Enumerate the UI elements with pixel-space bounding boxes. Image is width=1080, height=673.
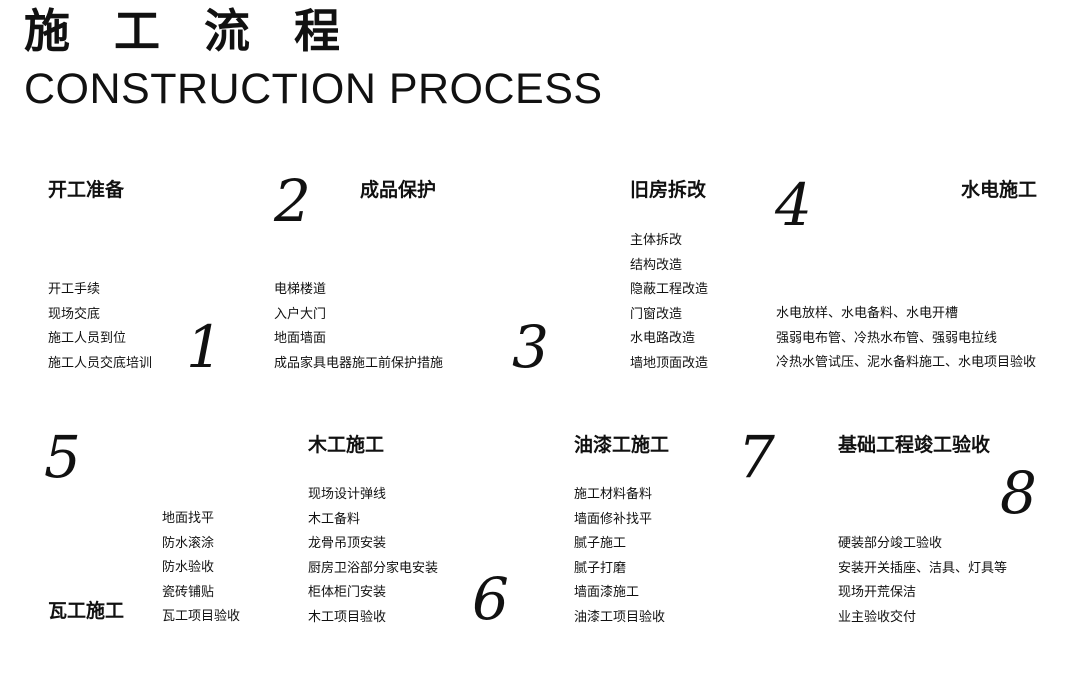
list-item: 结构改造 [630,257,683,273]
list-item: 防水验收 [162,560,215,575]
step-items: 主体拆改 结构改造 隐蔽工程改造 门窗改造 水电路改造 墙地顶面改造 [630,229,708,376]
step-items: 电梯楼道 入户大门 地面墙面 成品家具电器施工前保护措施 [274,278,443,376]
list-item: 施工材料备料 [574,487,653,502]
step-title: 开工准备 [48,179,125,201]
step-title: 木工施工 [308,434,385,456]
list-item: 腻子打磨 [574,560,627,576]
step-title: 旧房拆改 [630,179,707,201]
step-number: 7 [738,423,775,491]
list-item: 硬装部分竣工验收 [838,536,943,551]
list-item: 开工手续 [48,282,101,297]
step-number: 4 [775,171,812,239]
list-item: 安装开关插座、洁具、灯具等 [838,560,1008,576]
list-item: 主体拆改 [630,233,683,248]
step-items: 地面找平 防水滚涂 防水验收 瓷砖铺贴 瓦工项目验收 [162,507,240,630]
list-item: 电梯楼道 [274,282,327,297]
list-item: 柜体柜门安装 [308,585,387,600]
list-item: 地面找平 [162,511,215,526]
step-number: 5 [44,423,81,491]
list-item: 隐蔽工程改造 [630,282,709,297]
step-items: 现场设计弹线 木工备料 龙骨吊顶安装 厨房卫浴部分家电安装 柜体柜门安装 木工项… [308,483,438,630]
list-item: 施工人员交底培训 [48,355,153,371]
list-item: 瓦工项目验收 [162,609,241,624]
list-item: 现场设计弹线 [308,487,387,502]
list-item: 现场交底 [48,306,101,322]
list-item: 瓷砖铺贴 [162,584,215,600]
list-item: 墙面漆施工 [574,585,640,600]
list-item: 冷热水管试压、泥水备料施工、水电项目验收 [776,355,1037,370]
step-title: 水电施工 [961,179,1038,201]
step-title: 瓦工施工 [48,600,125,622]
step-items: 施工材料备料 墙面修补找平 腻子施工 腻子打磨 墙面漆施工 油漆工项目验收 [574,483,665,630]
step-title: 基础工程竣工验收 [838,434,991,456]
list-item: 水电路改造 [630,331,696,346]
list-item: 水电放样、水电备料、水电开槽 [776,306,959,321]
list-item: 腻子施工 [574,536,627,551]
list-item: 地面墙面 [274,331,327,346]
step-title: 油漆工施工 [574,434,670,456]
list-item: 油漆工项目验收 [574,609,666,625]
list-item: 强弱电布管、冷热水布管、强弱电拉线 [776,330,998,346]
list-item: 墙面修补找平 [574,511,653,527]
list-item: 木工项目验收 [308,609,387,625]
page-title-cn: 施 工 流 程 [24,4,355,58]
list-item: 龙骨吊顶安装 [308,536,387,551]
step-items: 硬装部分竣工验收 安装开关插座、洁具、灯具等 现场开荒保洁 业主验收交付 [838,532,1007,630]
step-number: 2 [274,167,311,235]
step-number: 3 [512,313,549,381]
step-items: 开工手续 现场交底 施工人员到位 施工人员交底培训 [48,278,152,376]
list-item: 墙地顶面改造 [630,355,709,371]
list-item: 门窗改造 [630,306,683,322]
step-number: 8 [1000,459,1037,527]
list-item: 防水滚涂 [162,535,215,551]
list-item: 业主验收交付 [838,609,917,625]
list-item: 入户大门 [274,306,327,322]
step-number: 1 [186,313,223,381]
step-title: 成品保护 [360,179,437,201]
list-item: 施工人员到位 [48,331,127,346]
step-items: 水电放样、水电备料、水电开槽 强弱电布管、冷热水布管、强弱电拉线 冷热水管试压、… [776,302,1036,376]
page-title-en: CONSTRUCTION PROCESS [24,65,603,113]
list-item: 厨房卫浴部分家电安装 [308,560,439,576]
step-number: 6 [472,565,509,633]
list-item: 现场开荒保洁 [838,585,917,600]
list-item: 成品家具电器施工前保护措施 [274,355,444,371]
list-item: 木工备料 [308,511,361,527]
